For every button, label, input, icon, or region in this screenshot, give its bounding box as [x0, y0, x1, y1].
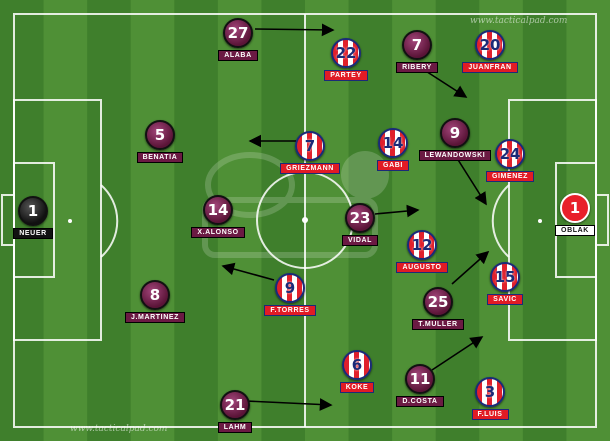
player-name-label: OBLAK	[555, 225, 595, 236]
player-number-badge: 1	[18, 196, 48, 226]
player-name-label: X.ALONSO	[191, 227, 245, 238]
player-name-label: ALABA	[218, 50, 258, 61]
player-number-badge: 25	[423, 287, 453, 317]
player-name-label: GIMENEZ	[485, 171, 535, 182]
player-name-label: F.LUIS	[471, 409, 509, 420]
player-name-label: LAHM	[217, 422, 253, 433]
player-number-badge: 3	[475, 377, 505, 407]
player-name-label: F.TORRES	[264, 305, 316, 316]
player-number-badge: 8	[140, 280, 170, 310]
player-name-label: VIDAL	[342, 235, 378, 246]
player-name-label: JUANFRAN	[462, 62, 518, 73]
arrow-dcosta	[431, 336, 484, 371]
player-number-badge: 5	[145, 120, 175, 150]
player-number-badge: 21	[220, 390, 250, 420]
player-number-badge: 9	[275, 273, 305, 303]
arrow-lahm	[245, 398, 333, 411]
player-name-label: LEWANDOWSKI	[418, 150, 492, 161]
player-name-label: AUGUSTO	[396, 262, 448, 273]
player-name-label: KOKE	[339, 382, 375, 393]
player-number-badge: 9	[440, 118, 470, 148]
player-number-badge: 6	[342, 350, 372, 380]
arrow-alaba	[254, 23, 335, 37]
player-number-badge: 12	[407, 230, 437, 260]
player-number-badge: 7	[402, 30, 432, 60]
arrow-lewandowski	[454, 154, 487, 206]
player-name-label: GABI	[377, 160, 409, 171]
player-name-label: D.COSTA	[396, 396, 444, 407]
player-number-badge: 11	[405, 364, 435, 394]
watermark-bottom: www.tacticalpad.com	[70, 424, 168, 434]
arrow-tmuller	[451, 250, 490, 285]
player-name-label: SAVIC	[487, 294, 523, 305]
player-number-badge: 14	[378, 128, 408, 158]
arrow-vidal	[374, 204, 420, 218]
player-name-label: T.MULLER	[412, 319, 464, 330]
player-name-label: RIBERY	[396, 62, 438, 73]
movement-arrows	[221, 23, 490, 411]
player-number-badge: 22	[331, 38, 361, 68]
player-number-badge: 24	[495, 139, 525, 169]
watermark-top: www.tacticalpad.com	[470, 16, 568, 26]
player-name-label: NEUER	[13, 228, 53, 239]
player-number-badge: 7	[295, 131, 325, 161]
player-name-label: GRIEZMANN	[280, 163, 340, 174]
arrow-ftorres	[221, 262, 275, 281]
player-number-badge: 27	[223, 18, 253, 48]
player-name-label: J.MARTINEZ	[125, 312, 185, 323]
player-name-label: BENATIA	[136, 152, 184, 163]
player-name-label: PARTEY	[324, 70, 368, 81]
player-number-badge: 14	[203, 195, 233, 225]
player-number-badge: 1	[560, 193, 590, 223]
player-number-badge: 15	[490, 262, 520, 292]
player-number-badge: 23	[345, 203, 375, 233]
player-number-badge: 20	[475, 30, 505, 60]
